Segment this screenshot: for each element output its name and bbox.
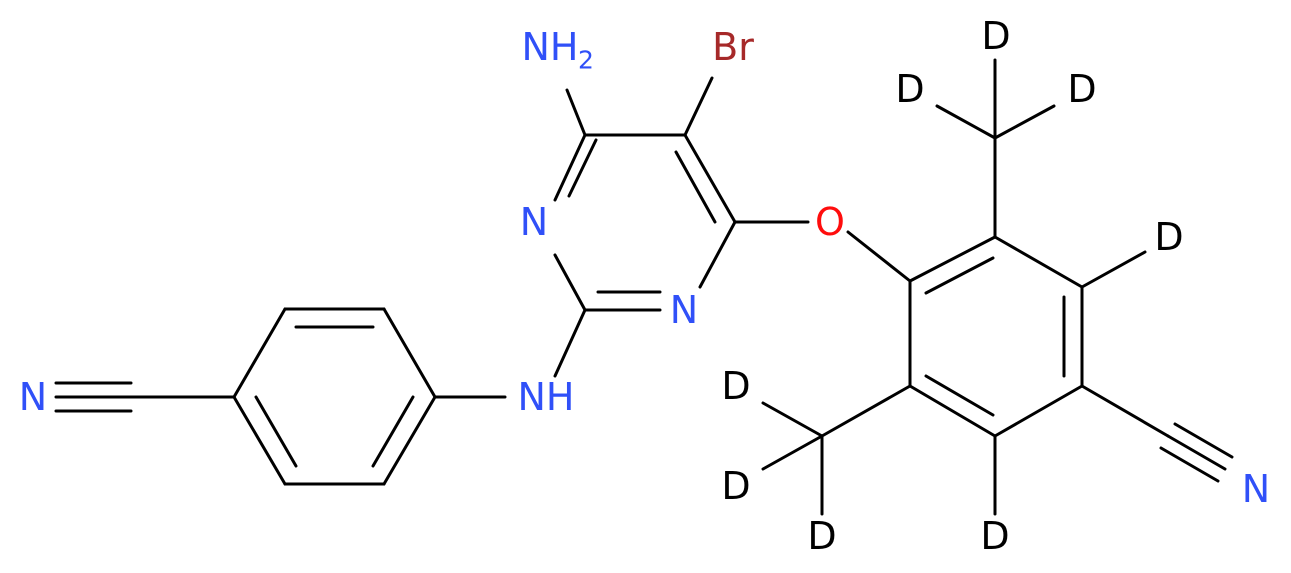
bond-ring-left-4 <box>382 395 437 486</box>
bond-ring-left-inner-3 <box>254 395 298 468</box>
nh-linker-label: NH <box>518 375 575 419</box>
n-nitrile-left-label: N <box>19 375 47 419</box>
bond-bromo <box>683 76 714 137</box>
bond-pyr-2-inner <box>567 138 598 198</box>
bond-ring-left-3 <box>382 307 437 399</box>
bond-pyr-1 <box>553 253 587 312</box>
bond-ring-left-6 <box>232 395 287 486</box>
n-pyrimidine-lower-label: N <box>670 288 698 332</box>
bond-ring-to-cn-right <box>1080 384 1170 438</box>
bond-pyr-4 <box>683 133 737 224</box>
bond-nh-to-pyrimidine <box>553 308 587 378</box>
bond-cd3-bottom-d1 <box>761 401 824 438</box>
bond-nitrile-right-3 <box>1159 446 1220 483</box>
bond-cd3-top-d2 <box>935 104 997 140</box>
bond-pyr-4-inner <box>674 150 717 224</box>
bond-pyr-2 <box>553 133 587 202</box>
bond-ring-to-cd3-bottom <box>820 384 912 438</box>
d-methyl-top-2-label: D <box>895 67 924 111</box>
bond-ring-left-1 <box>232 307 287 399</box>
bond-ring-left-inner-2 <box>371 395 415 468</box>
bond-ring-right-5-inner <box>924 374 995 417</box>
n-nitrile-right-label: N <box>1242 467 1270 511</box>
bond-amino <box>565 88 587 137</box>
bond-ring-right-1 <box>908 235 997 283</box>
bond-nitrile-right-1 <box>1173 422 1234 459</box>
bond-pyr-5 <box>698 220 737 289</box>
d-methyl-bottom-1-label: D <box>721 364 750 408</box>
d-methyl-bottom-2-label: D <box>721 464 750 508</box>
bond-o-to-ring <box>846 230 912 283</box>
bond-ring-right-4 <box>993 384 1084 438</box>
bond-ring-right-2 <box>993 235 1084 289</box>
nh2-amino-label: NH <box>522 25 579 69</box>
d-ring-lower-label: D <box>980 514 1009 558</box>
bond-ring-right-5 <box>908 384 997 438</box>
bond-ring-right-1-inner <box>924 256 995 295</box>
o-ether-label: O <box>815 200 845 244</box>
d-methyl-top-3-label: D <box>1067 67 1096 111</box>
n-pyrimidine-upper-label: N <box>520 200 548 244</box>
bond-ring-d-upper <box>1080 250 1147 289</box>
bond-cd3-top-d3 <box>993 104 1056 140</box>
bond-nitrile-right-2 <box>1166 434 1227 471</box>
d-ring-upper-label: D <box>1154 215 1183 259</box>
d-methyl-bottom-3-label: D <box>807 514 836 558</box>
d-methyl-top-1-label: D <box>981 14 1010 58</box>
nh2-subscript-label: 2 <box>578 46 594 75</box>
bond-cd3-bottom-d2 <box>761 434 824 471</box>
br-label: Br <box>712 25 754 69</box>
